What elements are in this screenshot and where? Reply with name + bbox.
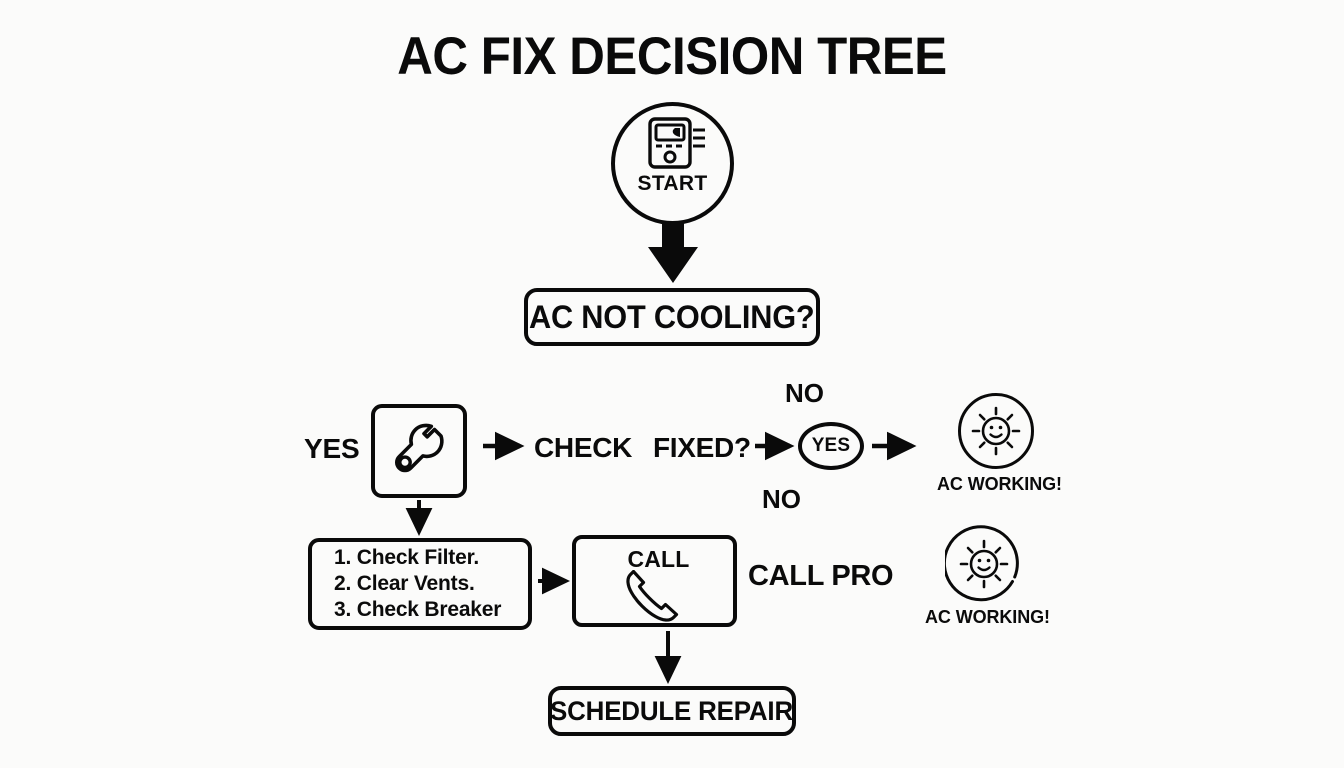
call-box-label: CALL <box>627 546 690 572</box>
schedule-repair-box[interactable]: SCHEDULE REPAIR <box>548 686 796 736</box>
fixed-yes-label: YES <box>811 435 851 456</box>
question-box-ac-not-cooling[interactable]: AC NOT COOLING? <box>524 288 820 346</box>
branch-label-no-bottom: NO <box>762 484 801 514</box>
page-title: AC FIX DECISION TREE <box>397 27 947 86</box>
start-node-label: START <box>637 172 708 195</box>
checklist-item: 2. Clear Vents. <box>334 572 475 595</box>
checklist-item: 1. Check Filter. <box>334 546 480 569</box>
branch-label-no-top: NO <box>785 378 824 408</box>
schedule-repair-label: SCHEDULE REPAIR <box>550 695 794 726</box>
branch-label-yes: YES <box>304 433 360 464</box>
phone-icon <box>626 570 679 622</box>
call-pro-label: CALL PRO <box>748 560 894 592</box>
wrench-icon <box>395 423 444 473</box>
sun-smiley-icon <box>958 393 1034 469</box>
result-caption-bottom: AC WORKING! <box>925 607 1050 627</box>
wrench-action-box[interactable] <box>371 404 467 498</box>
result-caption-top: AC WORKING! <box>937 474 1062 494</box>
fixed-question-label: FIXED? <box>653 432 751 463</box>
sun-smiley-icon <box>945 525 1019 602</box>
call-action-box[interactable]: CALL <box>572 535 737 627</box>
question-box-label: AC NOT COOLING? <box>529 298 815 335</box>
check-label: CHECK <box>534 432 633 463</box>
thermostat-icon <box>648 117 705 169</box>
start-node[interactable] <box>611 102 734 225</box>
fixed-yes-node[interactable]: YES <box>798 422 864 470</box>
arrow-start-to-question <box>648 195 698 283</box>
checklist-item: 3. Check Breaker <box>334 598 502 621</box>
checklist-box[interactable]: 1. Check Filter. 2. Clear Vents. 3. Chec… <box>308 538 532 630</box>
